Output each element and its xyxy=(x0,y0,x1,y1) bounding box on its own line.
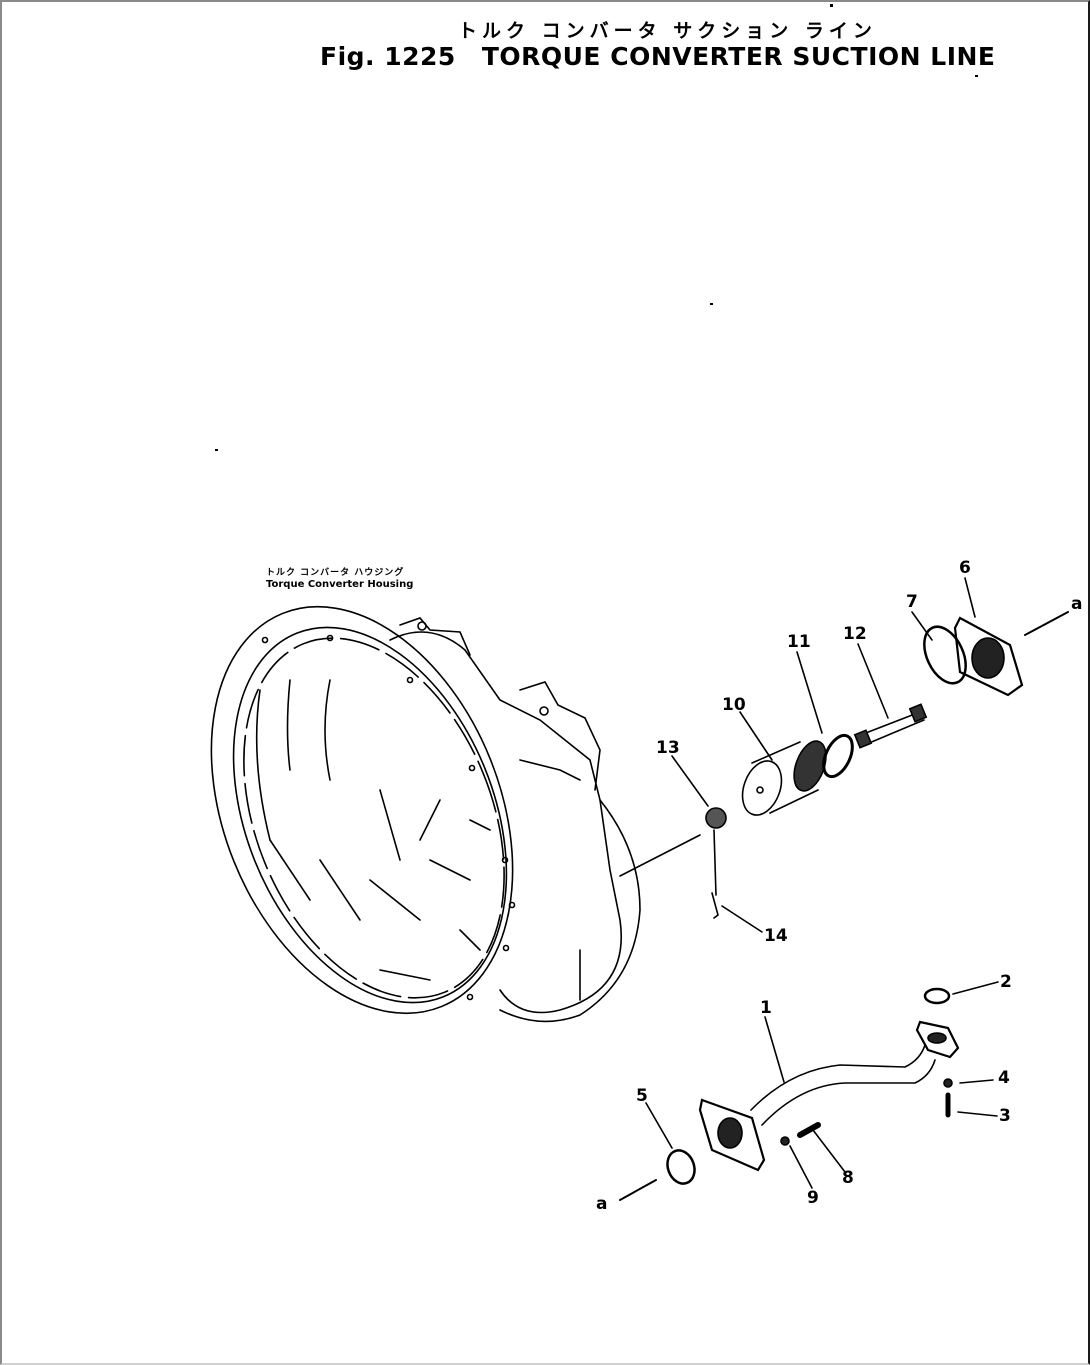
callout-11: 11 xyxy=(787,632,811,652)
torque-converter-housing xyxy=(210,605,701,1023)
callout-3: 3 xyxy=(999,1106,1011,1126)
callout-9: 9 xyxy=(807,1188,819,1208)
cover-6 xyxy=(953,616,1024,697)
connection-marker-lower: a xyxy=(596,1194,608,1214)
callout-10: 10 xyxy=(722,695,746,715)
callout-12: 12 xyxy=(843,624,867,644)
housing-label-japanese: トルク コンバータ ハウジング xyxy=(266,568,405,578)
connection-marker-upper: a xyxy=(1071,594,1083,614)
connection-arrow-upper xyxy=(1024,611,1069,636)
callout-13: 13 xyxy=(656,738,680,758)
seal-ring-11 xyxy=(822,733,854,779)
suction-pipe-1 xyxy=(698,1020,960,1172)
callout-8: 8 xyxy=(842,1168,854,1188)
housing-label: トルク コンバータ ハウジング Torque Converter Housing xyxy=(266,565,413,590)
nut-13 xyxy=(705,807,727,829)
bolt-8 xyxy=(797,1122,821,1138)
o-ring-5 xyxy=(666,1149,696,1185)
callout-14: 14 xyxy=(764,926,788,946)
figure-title-japanese: トルク コンバータ サクション ライン xyxy=(458,20,877,42)
figure-number: Fig. 1225 xyxy=(320,42,456,71)
callout-4: 4 xyxy=(998,1068,1010,1088)
washer-4 xyxy=(943,1078,953,1088)
connection-arrow-lower xyxy=(619,1179,657,1201)
cotter-pin-14 xyxy=(711,829,719,919)
figure-title-english: TORQUE CONVERTER SUCTION LINE xyxy=(481,42,996,71)
housing-label-english: Torque Converter Housing xyxy=(266,579,414,590)
figure-title: Fig. 1225 TORQUE CONVERTER SUCTION LINE xyxy=(320,42,996,71)
callout-6: 6 xyxy=(959,558,971,578)
strainer-10 xyxy=(741,740,827,816)
callout-1: 1 xyxy=(760,998,772,1018)
stud-bolt-12 xyxy=(853,703,928,749)
o-ring-2 xyxy=(923,987,951,1005)
washer-9 xyxy=(780,1136,790,1146)
callout-7: 7 xyxy=(906,592,918,612)
callout-5: 5 xyxy=(636,1086,648,1106)
o-ring-7 xyxy=(923,625,967,685)
callout-2: 2 xyxy=(1000,972,1012,992)
